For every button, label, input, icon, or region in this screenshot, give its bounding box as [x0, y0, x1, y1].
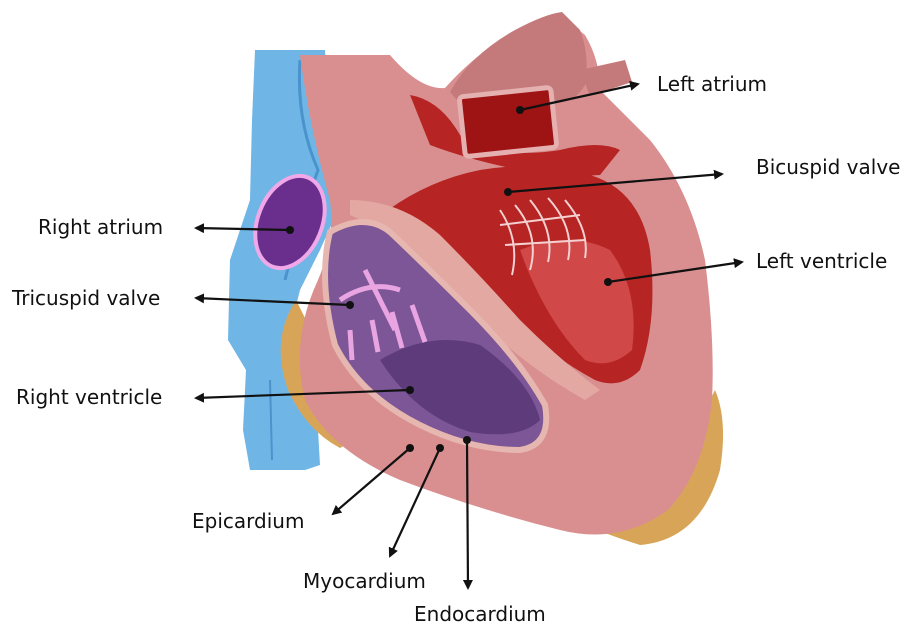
label-epicardium: Epicardium	[192, 509, 304, 533]
label-myocardium: Myocardium	[303, 569, 426, 593]
label-left-atrium: Left atrium	[657, 72, 767, 96]
label-right-atrium: Right atrium	[38, 215, 163, 239]
label-endocardium: Endocardium	[414, 602, 546, 626]
label-right-ventricle: Right ventricle	[16, 385, 162, 409]
label-tricuspid-valve: Tricuspid valve	[11, 286, 160, 310]
endocardium-arrow	[467, 440, 468, 588]
label-bicuspid-valve: Bicuspid valve	[756, 155, 900, 179]
label-left-ventricle: Left ventricle	[756, 249, 887, 273]
left-atrium-cavity	[459, 87, 557, 156]
